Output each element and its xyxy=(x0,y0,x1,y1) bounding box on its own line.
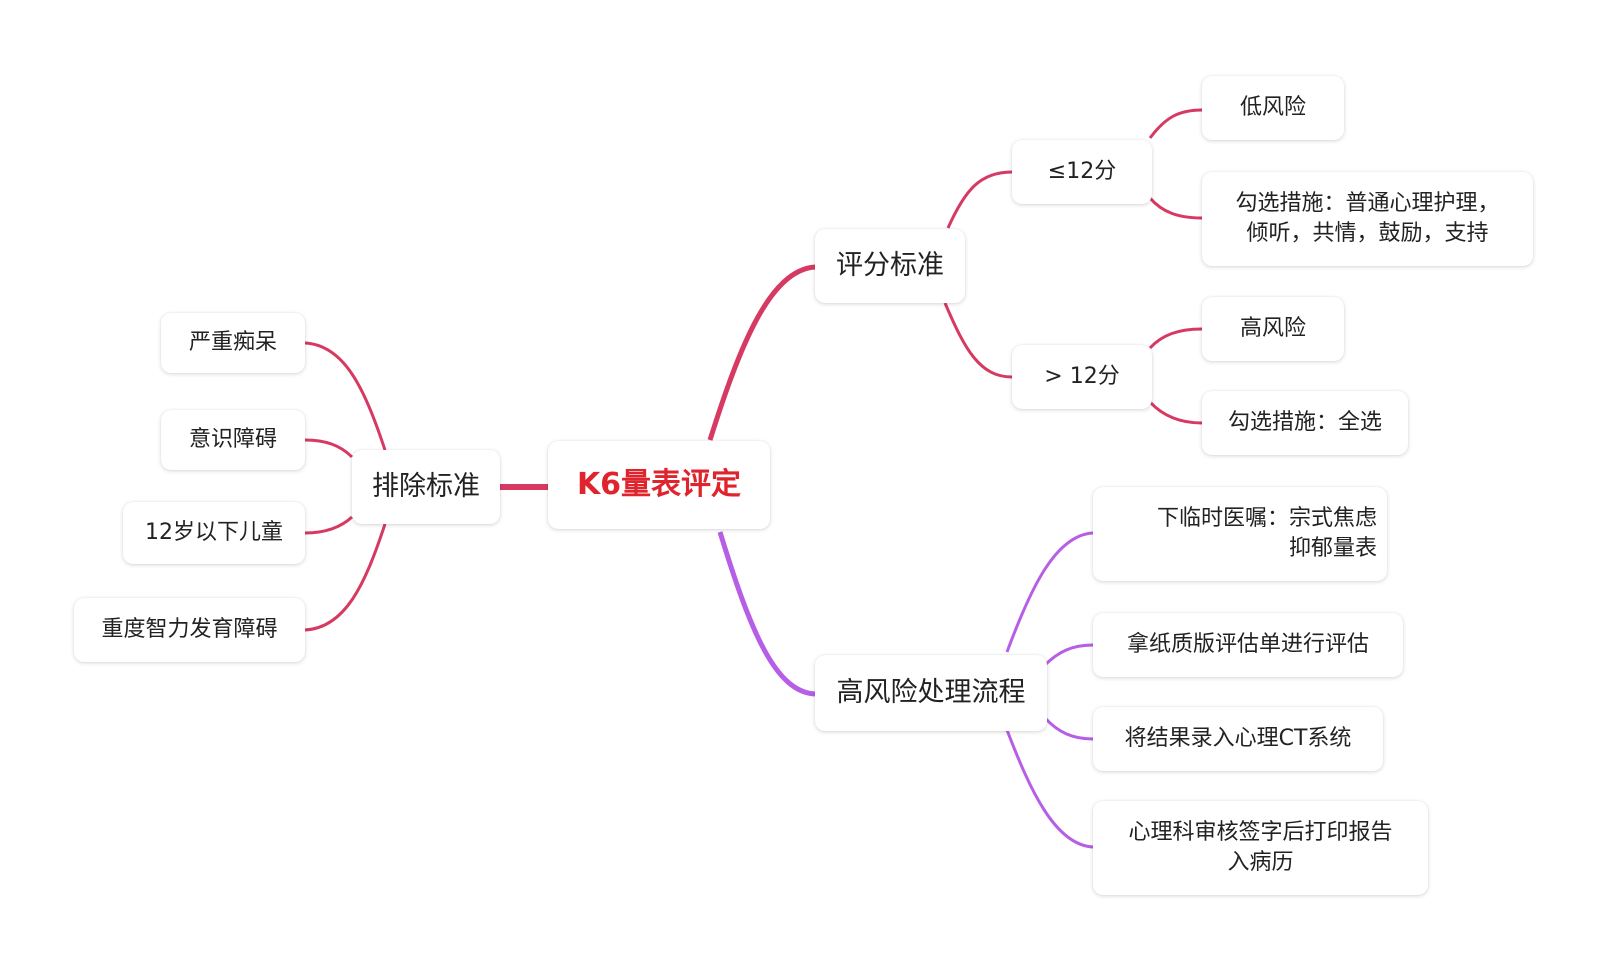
edge-root-process xyxy=(717,531,816,697)
root-node[interactable]: K6量表评定 xyxy=(548,441,770,529)
high-risk-node[interactable]: 高风险 xyxy=(1202,297,1344,361)
process-step-paper-assessment[interactable]: 拿纸质版评估单进行评估 xyxy=(1093,613,1403,677)
edge-exclusion-item-3 xyxy=(304,515,354,535)
process-step-enter-ct-system[interactable]: 将结果录入心理CT系统 xyxy=(1093,707,1383,771)
edge-high-risk xyxy=(1148,327,1203,350)
exclusion-item-severe-dementia[interactable]: 严重痴呆 xyxy=(161,313,305,373)
exclusion-criteria-node[interactable]: 排除标准 xyxy=(352,450,500,524)
edge-process-step-1 xyxy=(1005,531,1094,653)
edge-low-risk xyxy=(1148,108,1203,139)
low-risk-measure-node[interactable]: 勾选措施：普通心理护理， 倾听，共情，鼓励，支持 xyxy=(1202,172,1533,266)
edge-process-step-4 xyxy=(1005,729,1094,849)
process-step-review-print-report[interactable]: 心理科审核签字后打印报告 入病历 xyxy=(1093,801,1428,895)
high-risk-measure-node[interactable]: 勾选措施：全选 xyxy=(1202,391,1408,455)
score-low-node[interactable]: ≤12分 xyxy=(1012,140,1152,204)
exclusion-item-children-under-12[interactable]: 12岁以下儿童 xyxy=(123,502,305,564)
edge-high-measure xyxy=(1148,400,1203,425)
edge-exclusion-item-2 xyxy=(304,438,354,459)
low-risk-node[interactable]: 低风险 xyxy=(1202,76,1344,140)
edge-process-step-3 xyxy=(1043,716,1094,741)
edge-root-scoring xyxy=(707,264,816,441)
process-step-temporary-order[interactable]: 下临时医嘱：宗式焦虑 抑郁量表 xyxy=(1093,487,1387,581)
edge-scoring-low xyxy=(946,170,1013,229)
exclusion-item-consciousness-disorder[interactable]: 意识障碍 xyxy=(161,410,305,470)
edge-scoring-high xyxy=(943,302,1013,379)
score-high-node[interactable]: > 12分 xyxy=(1012,345,1152,409)
edge-exclusion-item-1 xyxy=(304,341,387,451)
scoring-criteria-node[interactable]: 评分标准 xyxy=(815,229,965,303)
high-risk-process-node[interactable]: 高风险处理流程 xyxy=(815,655,1047,731)
edge-process-step-2 xyxy=(1043,643,1094,667)
exclusion-item-severe-intellectual-disability[interactable]: 重度智力发育障碍 xyxy=(74,598,305,662)
edge-low-measure xyxy=(1148,197,1203,220)
edge-exclusion-item-4 xyxy=(304,523,387,632)
